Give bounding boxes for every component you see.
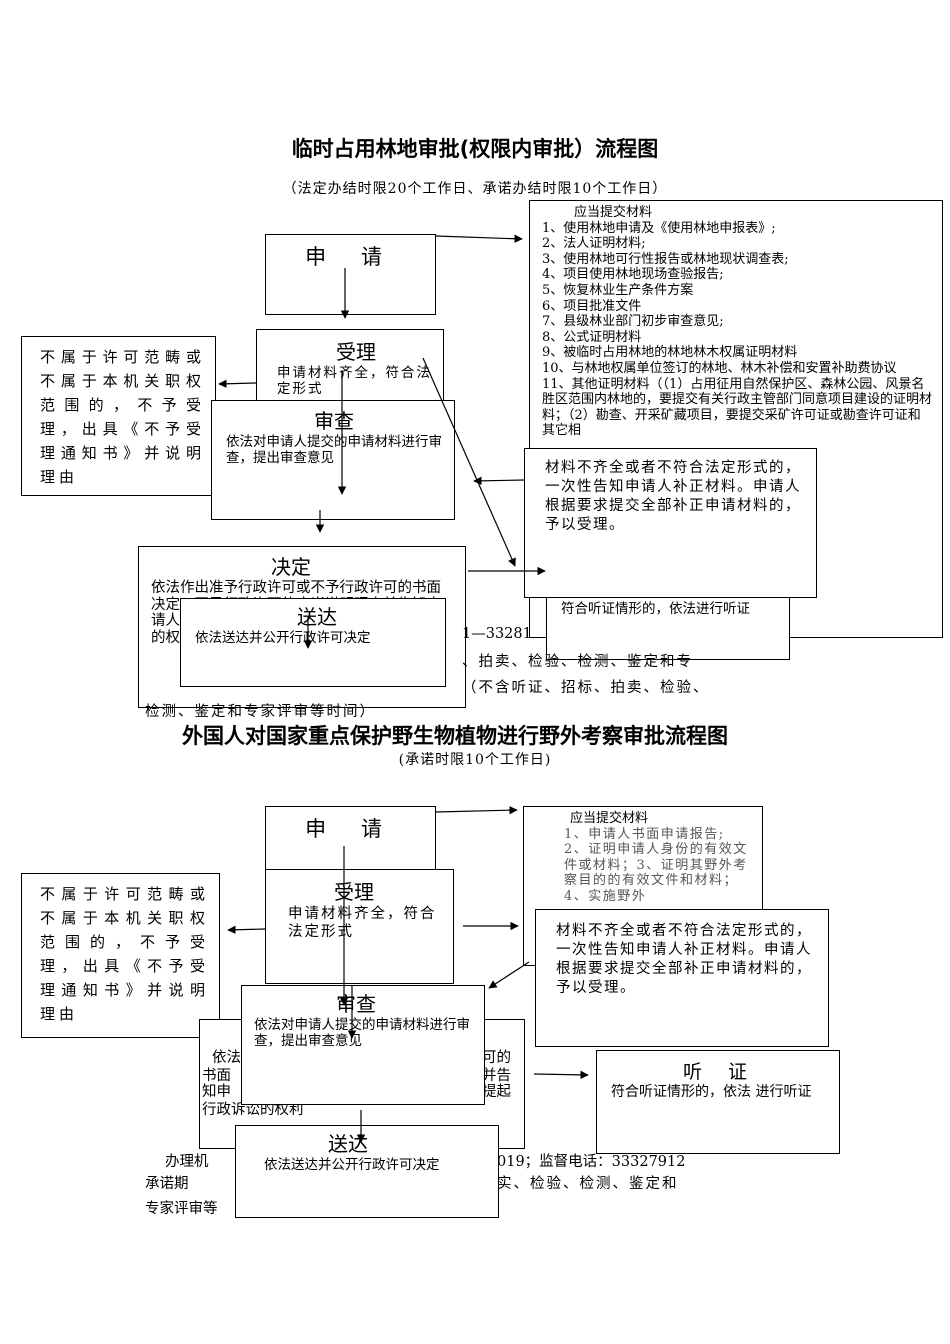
chart2-review-title: 审查	[336, 992, 376, 1016]
chart1-note-line2: 、拍卖、检验、检测、鉴定和专	[462, 654, 693, 670]
chart2-accept-text: 申请材料齐全，符合法定形式	[288, 906, 437, 940]
chart1-subtitle: （法定办结时限20个工作日、承诺办结时限10个工作日）	[282, 181, 668, 197]
chart2-apply-label: 申 请	[305, 817, 396, 841]
chart2-accept-box: 受理 申请材料齐全，符合法定形式	[265, 869, 454, 984]
chart2-decision-frag3: 书面	[202, 1068, 231, 1084]
chart1-materials-list: 1、使用林地申请及《使用林地申报表》; 2、法人证明材料; 3、使用林地可行性报…	[542, 220, 933, 439]
chart2-review-box: 审查 依法对申请人提交的申请材料进行审查，提出审查意见	[241, 985, 485, 1105]
chart1-materials-title: 应当提交材料	[574, 205, 653, 220]
chart2-title: 外国人对国家重点保护野生物植物进行野外考察审批流程图	[182, 724, 728, 748]
chart2-delivery-box: 送达 依法送达并公开行政许可决定	[235, 1125, 499, 1218]
chart2-subtitle: (承诺时限10个工作日)	[398, 752, 552, 768]
chart2-decision-frag5: 知申	[202, 1084, 231, 1100]
chart1-reject-text: 不属于许可范畴或不属于本机关职权范围的，不予受理，出具《不予受理通知书》并说明理…	[40, 348, 205, 486]
chart2-reject-text: 不属于许可范畴或不属于本机关职权范围的，不予受理，出具《不予受理通知书》并说明理…	[40, 885, 209, 1023]
chart1-delivery-text: 依法送达并公开行政许可决定	[195, 630, 371, 646]
chart1-review-box: 审查 依法对申请人提交的申请材料进行审查，提出审查意见	[211, 400, 455, 520]
chart2-reject-box: 不属于许可范畴或不属于本机关职权范围的，不予受理，出具《不予受理通知书》并说明理…	[21, 873, 220, 1038]
chart2-note2b: 实、检验、检测、鉴定和	[497, 1176, 679, 1192]
chart1-hearing-text: 符合听证情形的，依法进行听证	[561, 601, 750, 617]
chart1-delivery-title: 送达	[297, 605, 337, 629]
chart1-apply-label: 申 请	[305, 245, 396, 269]
chart2-decision-frag7: 行政诉讼的权利	[202, 1102, 304, 1118]
chart2-delivery-title: 送达	[328, 1132, 368, 1156]
chart2-accept-title: 受理	[334, 880, 374, 904]
chart2-hearing-text: 符合听证情形的，依法 进行听证	[611, 1084, 812, 1100]
chart2-decision-frag6: 提起	[482, 1084, 511, 1100]
chart1-supplement-text: 材料不齐全或者不符合法定形式的，一次性告知申请人补正材料。申请人根据要求提交全部…	[545, 460, 801, 533]
c1-arrow-supplement-review	[473, 476, 525, 486]
chart1-reject-box: 不属于许可范畴或不属于本机关职权范围的，不予受理，出具《不予受理通知书》并说明理…	[21, 336, 216, 496]
chart2-hearing-title: 听 证	[682, 1061, 758, 1083]
chart2-materials-title: 应当提交材料	[570, 811, 649, 826]
chart1-supplement-box: 材料不齐全或者不符合法定形式的，一次性告知申请人补正材料。申请人根据要求提交全部…	[524, 448, 817, 598]
chart2-materials-list: 1、申请人书面申请报告; 2、证明申请人身份的有效文件或材料；3、证明其野外考察…	[564, 826, 748, 904]
chart2-decision-frag4: 并告	[482, 1068, 511, 1084]
c1-arrow-accept-reject	[218, 379, 257, 388]
chart1-accept-text: 申请材料齐全，符合法定形式	[277, 365, 432, 397]
chart1-review-title: 审查	[314, 409, 354, 433]
chart1-review-text: 依法对申请人提交的申请材料进行审查，提出审查意见	[226, 434, 442, 466]
chart1-apply-box: 申 请	[265, 234, 436, 315]
chart2-note1b: 019；监督电话：33327912	[497, 1154, 686, 1170]
chart1-note-line4: 检测、鉴定和专家评审等时间）	[145, 704, 376, 720]
chart1-note-line1: 1—33281	[462, 626, 532, 642]
chart1-accept-title: 受理	[336, 340, 376, 364]
chart2-note2a: 承诺期	[145, 1176, 189, 1192]
c1-arrow-apply-materials	[435, 234, 523, 243]
chart2-note1a: 办理机	[165, 1154, 209, 1170]
c2-arrow-accept-reject	[227, 925, 266, 934]
chart1-decision-title: 决定	[271, 555, 311, 579]
chart2-review-text: 依法对申请人提交的申请材料进行审查，提出审查意见	[254, 1017, 470, 1049]
chart2-decision-frag1: 依法	[212, 1050, 241, 1066]
chart1-note-line3: （不含听证、招标、拍卖、检验、	[462, 680, 710, 696]
chart2-hearing-box: 听 证 符合听证情形的，依法 进行听证	[596, 1050, 840, 1154]
chart1-title: 临时占用林地审批(权限内审批）流程图	[291, 137, 659, 161]
chart2-note3a: 专家评审等	[145, 1201, 218, 1217]
chart2-decision-frag2: 可的	[482, 1050, 511, 1066]
c2-arrow-apply-materials	[435, 805, 518, 815]
chart2-supplement-box: 材料不齐全或者不符合法定形式的，一次性告知申请人补正材料。申请人根据要求提交全部…	[535, 909, 829, 1047]
chart1-delivery-box: 送达 依法送达并公开行政许可决定	[180, 598, 446, 687]
c2-arrow-decision-hearing	[533, 1070, 589, 1080]
chart2-supplement-text: 材料不齐全或者不符合法定形式的，一次性告知申请人补正材料。申请人根据要求提交全部…	[556, 923, 812, 996]
chart1-accept-box: 受理 申请材料齐全，符合法定形式	[256, 329, 444, 413]
chart2-delivery-text: 依法送达并公开行政许可决定	[264, 1157, 440, 1173]
